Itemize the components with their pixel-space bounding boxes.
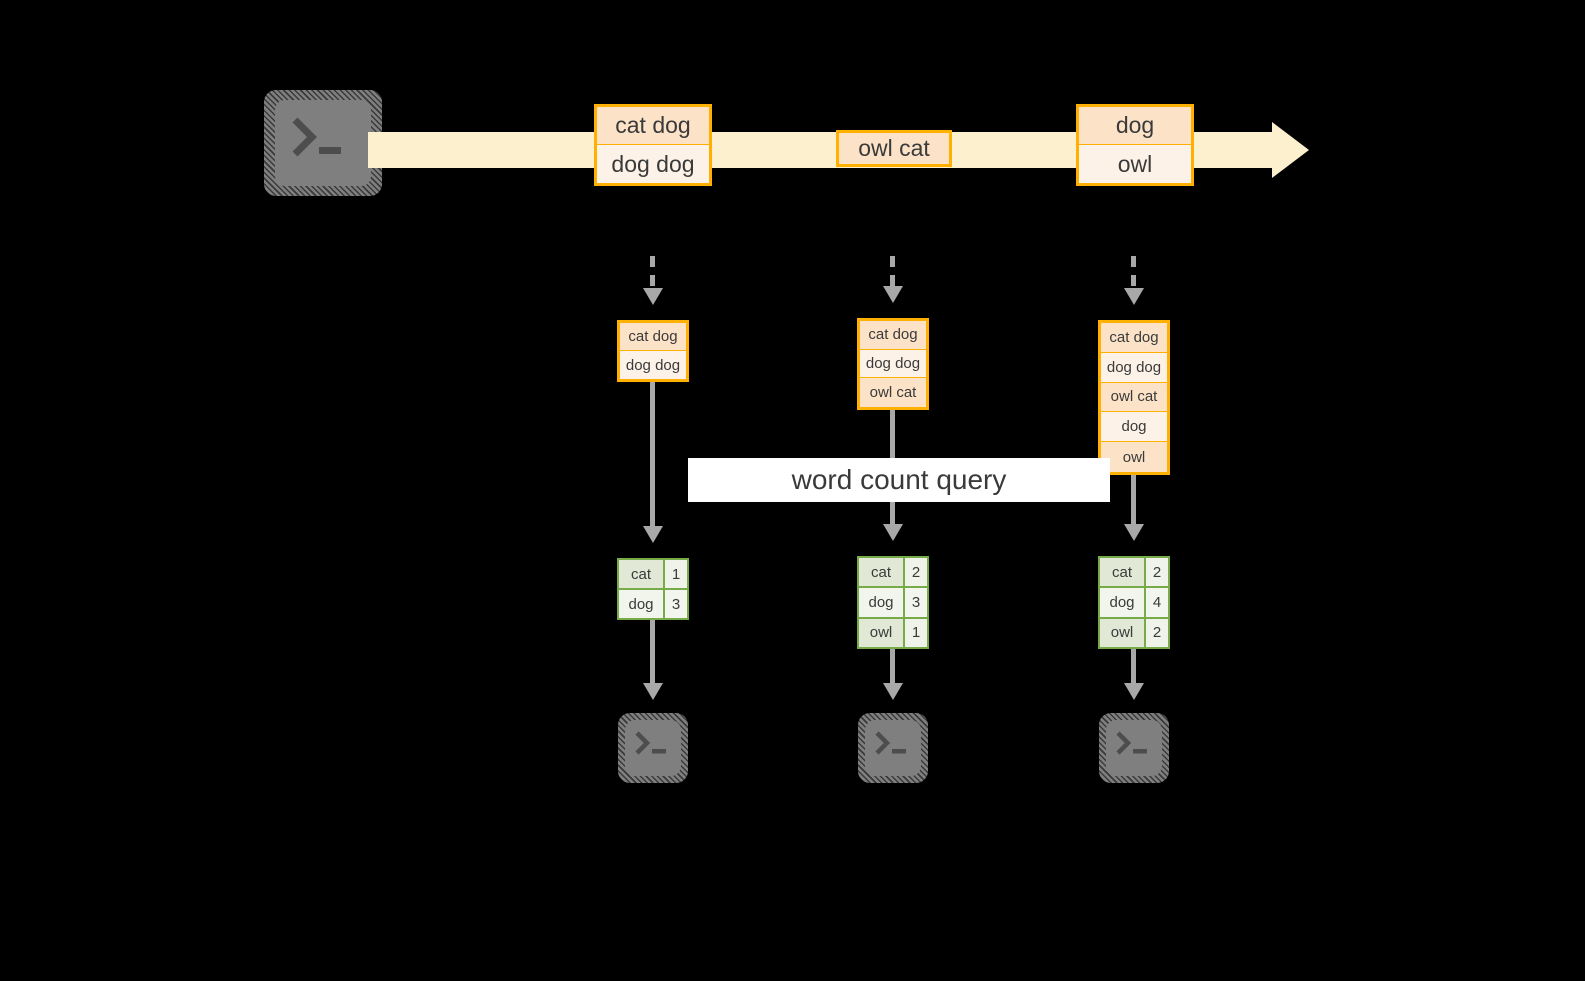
- result-word: dog: [1100, 588, 1146, 617]
- snapshot-3-query-line: [1131, 475, 1136, 526]
- result-count: 2: [905, 558, 927, 587]
- snapshot-2-sink-line: [890, 649, 895, 685]
- result-word: owl: [859, 618, 905, 647]
- result-row: owl 1: [859, 618, 927, 647]
- snapshot-2-tap-arrowhead: [883, 286, 903, 303]
- query-label: word count query: [688, 458, 1110, 502]
- result-row: dog 3: [619, 590, 687, 618]
- result-row: dog 4: [1100, 588, 1168, 619]
- snapshot-2-result-table: cat 2 dog 3 owl 1: [857, 556, 929, 649]
- result-word: dog: [859, 588, 905, 617]
- terminal-body: [625, 720, 681, 776]
- snapshot-1-sink-terminal-icon: [618, 713, 688, 783]
- snapshot-1-sink-line: [650, 620, 655, 685]
- result-word: dog: [619, 590, 665, 618]
- snapshot-2-tap-line: [890, 256, 895, 288]
- input-line: dog dog: [860, 349, 926, 379]
- result-count: 2: [1146, 558, 1168, 587]
- snapshot-3-sink-terminal-icon: [1099, 713, 1169, 783]
- snapshot-3-input-stack: cat dog dog dog owl cat dog owl: [1098, 320, 1170, 475]
- result-word: cat: [859, 558, 905, 587]
- snapshot-2-query-arrowhead: [883, 524, 903, 541]
- snapshot-1-tap-arrowhead: [643, 288, 663, 305]
- snapshot-3-sink-arrowhead: [1124, 683, 1144, 700]
- snapshot-1-tap-line: [650, 256, 655, 290]
- snapshot-3-tap-line: [1131, 256, 1136, 290]
- result-row: cat 2: [859, 558, 927, 589]
- input-line: dog: [1101, 412, 1167, 443]
- result-count: 2: [1146, 618, 1168, 647]
- snapshot-1-query-arrowhead: [643, 526, 663, 543]
- input-line: owl: [1101, 442, 1167, 472]
- terminal-body: [1106, 720, 1162, 776]
- source-terminal-icon: [264, 90, 382, 196]
- result-word: cat: [619, 560, 665, 588]
- terminal-prompt-glyph: [292, 117, 341, 157]
- input-line: cat dog: [860, 321, 926, 350]
- input-line: dog dog: [1101, 352, 1167, 383]
- record-line: dog dog: [597, 145, 709, 183]
- stream-arrow-head: [1272, 122, 1309, 178]
- snapshot-1-input-stack: cat dog dog dog: [617, 320, 689, 382]
- result-word: cat: [1100, 558, 1146, 587]
- snapshot-3-query-arrowhead: [1124, 524, 1144, 541]
- input-line: cat dog: [1101, 323, 1167, 353]
- result-row: dog 3: [859, 588, 927, 619]
- result-row: owl 2: [1100, 618, 1168, 647]
- snapshot-2-sink-arrowhead: [883, 683, 903, 700]
- snapshot-1-query-line: [650, 382, 655, 528]
- input-line: dog dog: [620, 351, 686, 379]
- record-line: dog: [1079, 107, 1191, 145]
- snapshot-3-sink-line: [1131, 649, 1136, 685]
- snapshot-2-input-stack: cat dog dog dog owl cat: [857, 318, 929, 410]
- stream-record-batch-3: dog owl: [1076, 104, 1194, 186]
- input-line: owl cat: [1101, 382, 1167, 413]
- result-row: cat 2: [1100, 558, 1168, 589]
- snapshot-1-sink-arrowhead: [643, 683, 663, 700]
- stream-record-batch-2: owl cat: [836, 130, 952, 167]
- result-count: 1: [665, 560, 687, 588]
- result-count: 4: [1146, 588, 1168, 617]
- terminal-body: [865, 720, 921, 776]
- snapshot-1-result-table: cat 1 dog 3: [617, 558, 689, 620]
- record-line: cat dog: [597, 107, 709, 145]
- result-count: 3: [905, 588, 927, 617]
- result-count: 3: [665, 590, 687, 618]
- snapshot-2-sink-terminal-icon: [858, 713, 928, 783]
- snapshot-3-result-table: cat 2 dog 4 owl 2: [1098, 556, 1170, 649]
- terminal-prompt-glyph: [1116, 731, 1147, 755]
- input-line: owl cat: [860, 378, 926, 407]
- result-word: owl: [1100, 618, 1146, 647]
- result-count: 1: [905, 618, 927, 647]
- stream-record-batch-1: cat dog dog dog: [594, 104, 712, 186]
- terminal-body: [275, 100, 371, 186]
- record-line: owl: [1079, 145, 1191, 183]
- snapshot-3-tap-arrowhead: [1124, 288, 1144, 305]
- result-row: cat 1: [619, 560, 687, 590]
- record-line: owl cat: [839, 133, 949, 164]
- terminal-prompt-glyph: [875, 731, 906, 755]
- input-line: cat dog: [620, 323, 686, 351]
- terminal-prompt-glyph: [635, 731, 666, 755]
- query-label-text: word count query: [791, 464, 1007, 495]
